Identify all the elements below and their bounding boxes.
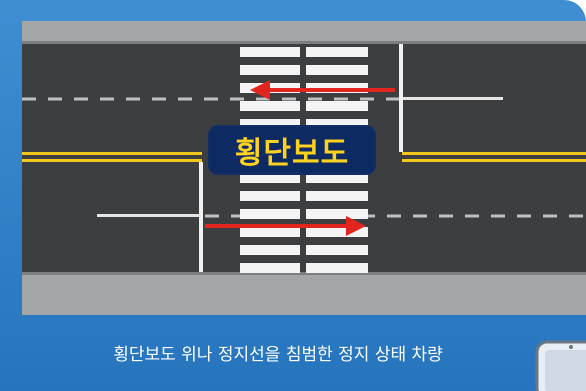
top-sidewalk [22,21,586,41]
arrow-right-icon [205,216,366,236]
arrow-left-icon [250,80,395,100]
crosswalk-stripe [306,209,368,219]
crosswalk-stripe [240,65,300,75]
crosswalk-stripe [240,263,300,273]
crosswalk-stripe [240,191,300,201]
crosswalk-stripe [240,101,300,111]
crosswalk-stripe [240,209,300,219]
bottom-sidewalk [22,275,586,315]
crosswalk-stripe [306,101,368,111]
crosswalk-stripe [240,227,300,237]
crosswalk-stripe [240,245,300,255]
crosswalk-stripe [306,263,368,273]
caption-text: 횡단보도 위나 정지선을 침범한 정지 상태 차량 [113,344,443,365]
crosswalk-stripe [306,119,368,129]
center-line-right [402,152,586,162]
stop-line-bottom [199,162,203,272]
crosswalk-stripe [240,119,300,129]
center-line-left [22,152,202,162]
lane-guide-top-right [403,97,503,100]
crosswalk-title-badge: 횡단보도 [208,125,376,175]
crosswalk-stripe [306,245,368,255]
bottom-curb [22,272,586,275]
crosswalk-stripe [240,47,300,57]
crosswalk-stripe [306,191,368,201]
crosswalk-stripe [240,173,300,183]
top-curb [22,41,586,44]
crosswalk-stripe [306,65,368,75]
lane-guide-bottom-left [97,214,199,217]
crosswalk-stripe [306,227,368,237]
crosswalk-stripe [306,47,368,57]
phone-icon [535,340,586,391]
stop-line-top [399,44,403,152]
crosswalk-stripe [306,173,368,183]
crosswalk-title: 횡단보도 [234,136,350,171]
